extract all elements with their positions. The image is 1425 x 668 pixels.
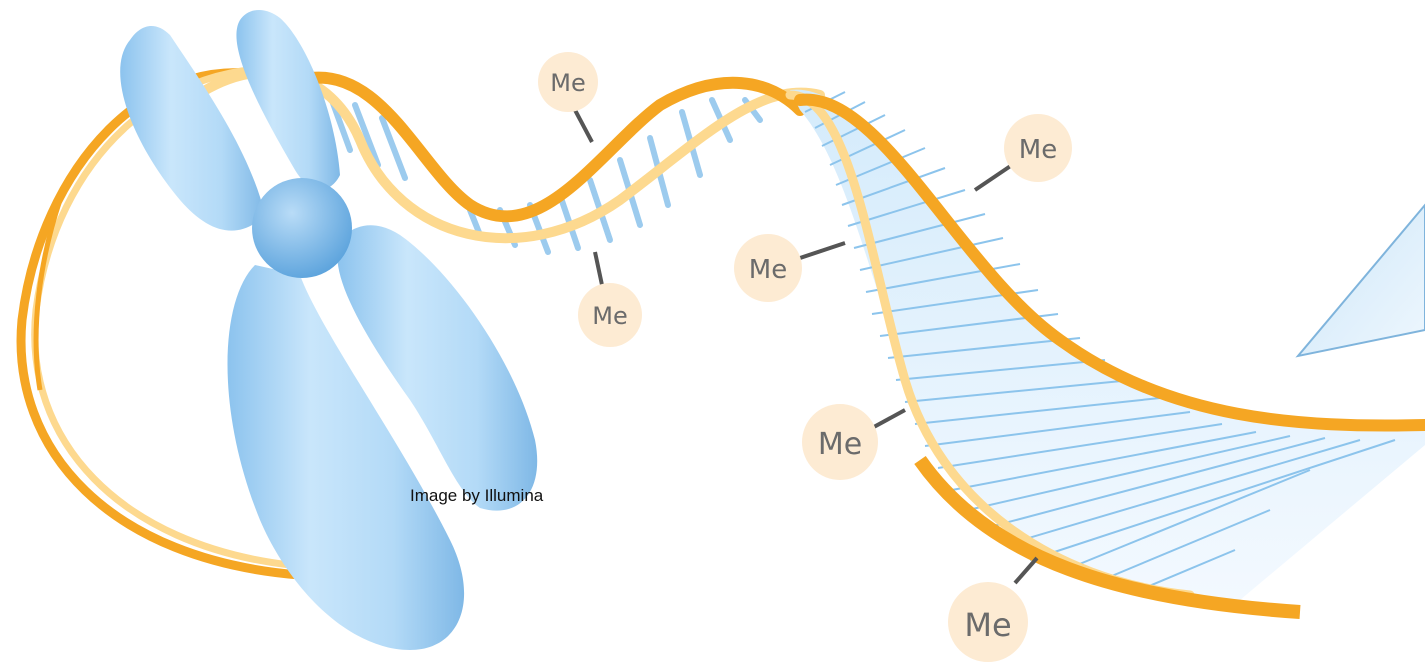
svg-text:Me: Me bbox=[1019, 135, 1057, 165]
svg-text:Me: Me bbox=[964, 606, 1011, 644]
svg-text:Me: Me bbox=[818, 427, 862, 462]
chromosome-centromere bbox=[252, 178, 352, 278]
svg-text:Me: Me bbox=[550, 69, 585, 97]
methyl-group-2: Me bbox=[578, 252, 642, 347]
svg-text:Me: Me bbox=[592, 302, 627, 330]
chromosome-arm-top-right bbox=[236, 10, 340, 189]
methyl-group-5: Me bbox=[802, 404, 905, 480]
methyl-group-1: Me bbox=[538, 52, 598, 142]
right-wedge-shape bbox=[1298, 205, 1425, 356]
svg-text:Me: Me bbox=[749, 255, 787, 285]
methyl-group-3: Me bbox=[975, 114, 1072, 190]
methyl-group-4: Me bbox=[734, 234, 845, 302]
image-credit: Image by Illumina bbox=[410, 486, 543, 506]
methyl-group-6: Me bbox=[948, 558, 1037, 662]
